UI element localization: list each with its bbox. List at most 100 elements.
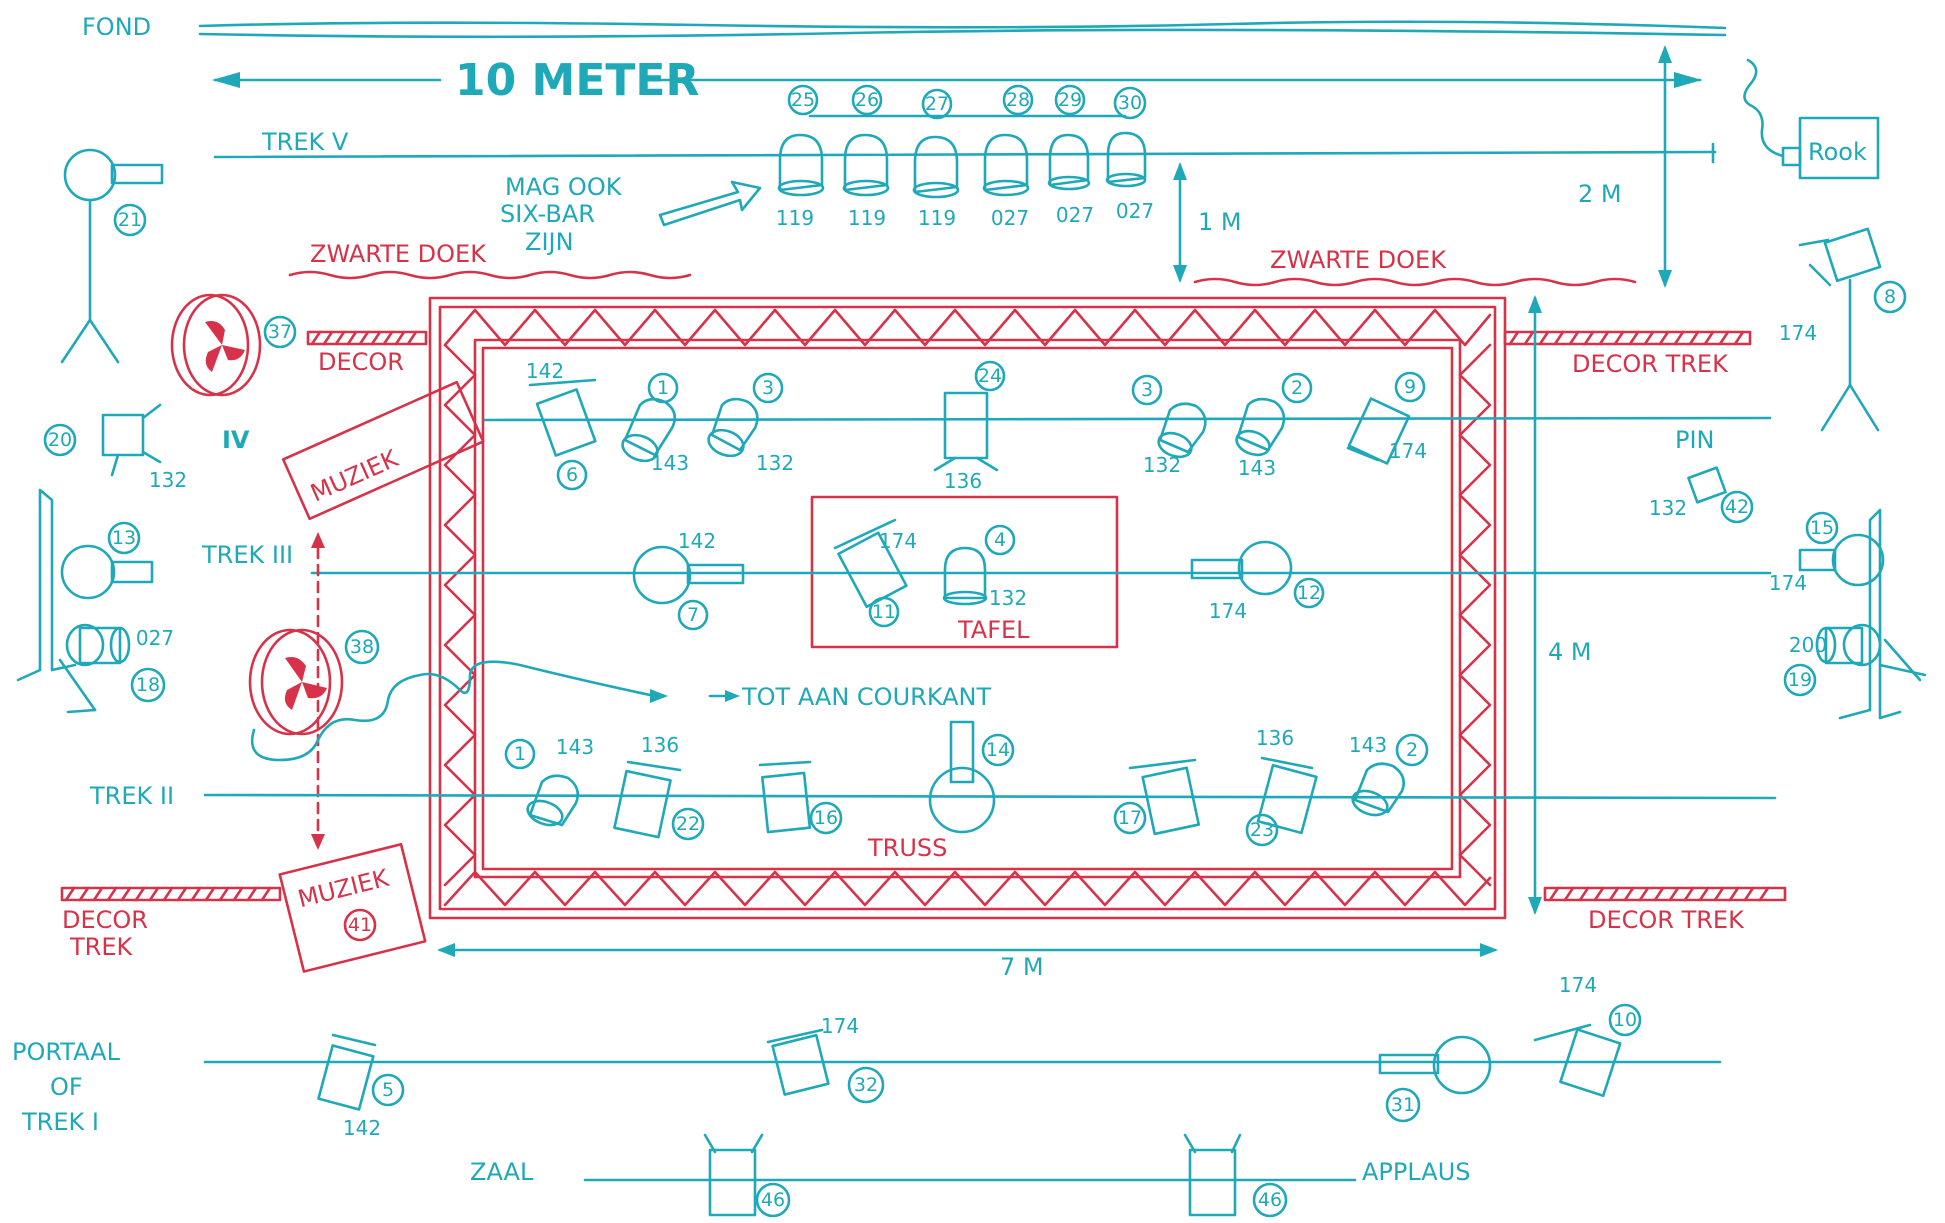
svg-text:136: 136 <box>641 733 679 757</box>
fixture-32: 32 174 <box>766 1014 885 1104</box>
boom-left: 13 18 027 <box>16 488 174 714</box>
svg-text:MUZIEK: MUZIEK <box>295 864 393 914</box>
trek-3: TREK III <box>201 541 1772 575</box>
svg-text:24: 24 <box>978 365 1002 387</box>
svg-text:027: 027 <box>1116 199 1154 223</box>
fond-section: FOND <box>82 13 1727 41</box>
svg-text:143: 143 <box>1238 456 1276 480</box>
svg-text:OF: OF <box>50 1073 83 1101</box>
svg-text:2 M: 2 M <box>1578 180 1622 208</box>
svg-text:29: 29 <box>1058 89 1082 111</box>
muziek-bottom: MUZIEK 41 <box>278 842 427 973</box>
fond-label: FOND <box>82 13 151 41</box>
fixture-30: 30 027 <box>1105 86 1154 223</box>
svg-text:119: 119 <box>848 206 886 230</box>
svg-text:174: 174 <box>1559 973 1597 997</box>
svg-text:3: 3 <box>1141 379 1153 401</box>
fixture-10: 10 174 <box>1533 973 1642 1098</box>
svg-text:200: 200 <box>1789 633 1827 657</box>
svg-text:10: 10 <box>1613 1009 1637 1031</box>
fixture-31: 31 <box>1378 1035 1492 1123</box>
trek-2: TREK II <box>89 782 1777 810</box>
fixture-7: 7 142 <box>632 529 745 631</box>
svg-text:ZWARTE DOEK: ZWARTE DOEK <box>310 240 487 268</box>
depth-dimensions: 1 M 2 M <box>1173 45 1672 288</box>
fixture-28: 28 027 <box>982 84 1034 230</box>
svg-text:ZWARTE DOEK: ZWARTE DOEK <box>1270 246 1447 274</box>
fixture-20: 20 132 <box>43 403 187 492</box>
svg-text:132: 132 <box>1143 453 1181 477</box>
svg-text:027: 027 <box>136 626 174 650</box>
fixture-29: 29 027 <box>1047 84 1094 227</box>
svg-text:MAG OOK: MAG OOK <box>505 173 623 201</box>
svg-text:174: 174 <box>1769 571 1807 595</box>
svg-text:15: 15 <box>1810 517 1834 539</box>
fixture-24: 24 136 <box>933 360 1006 493</box>
svg-text:1: 1 <box>657 377 669 399</box>
fixture-5: 5 142 <box>317 1033 405 1140</box>
svg-text:ZAAL: ZAAL <box>470 1158 534 1186</box>
fixture-46b: 46 <box>1183 1133 1288 1218</box>
svg-text:TREK: TREK <box>69 933 134 961</box>
svg-text:42: 42 <box>1725 496 1749 518</box>
decor-pieces: DECOR DECOR TREK DECOR TREK DECOR TREK <box>60 330 1787 961</box>
svg-text:027: 027 <box>1056 203 1094 227</box>
fixture-17: 17 <box>1113 758 1201 836</box>
svg-text:132: 132 <box>149 468 187 492</box>
svg-text:142: 142 <box>343 1116 381 1140</box>
fixture-3b: 3 132 <box>1131 374 1207 477</box>
svg-text:DECOR TREK: DECOR TREK <box>1588 906 1745 934</box>
fixture-3a: 3 132 <box>707 372 794 475</box>
fixture-46a: 46 <box>703 1133 791 1218</box>
svg-text:174: 174 <box>1209 599 1247 623</box>
svg-text:26: 26 <box>855 89 879 111</box>
svg-text:174: 174 <box>879 529 917 553</box>
trek-5-fixtures: 25 119 26 119 27 119 28 027 <box>776 84 1154 230</box>
fan-38: 38 <box>248 628 380 736</box>
trek-1-fixtures: 5 142 32 174 31 10 174 <box>317 973 1642 1140</box>
fixture-12: 12 174 <box>1190 540 1325 623</box>
width-label: 10 METER <box>455 55 699 106</box>
boom-right: 15 174 19 200 <box>1769 508 1927 720</box>
trek-4: IV <box>222 416 1772 454</box>
fixture-14: 14 <box>928 720 1015 834</box>
trek-3-label: TREK III <box>201 541 293 569</box>
svg-text:142: 142 <box>678 529 716 553</box>
truss-frame: TRUSS <box>428 296 1507 920</box>
smoke-machine: Rook <box>1743 58 1880 180</box>
stand-21: 21 <box>60 148 164 364</box>
stand-8: 8 174 <box>1779 227 1907 432</box>
rook-label: Rook <box>1808 138 1867 166</box>
zaal-row: ZAAL APPLAUS 46 46 <box>470 1133 1471 1218</box>
svg-text:25: 25 <box>791 89 815 111</box>
svg-text:46: 46 <box>761 1189 785 1211</box>
svg-text:DECOR: DECOR <box>62 906 148 934</box>
fixture-1a: 1 143 <box>621 372 689 475</box>
fixture-27: 27 119 <box>912 88 960 230</box>
fixture-4: 4 132 <box>942 524 1027 610</box>
svg-text:14: 14 <box>986 739 1010 761</box>
svg-text:19: 19 <box>1788 669 1812 691</box>
svg-text:8: 8 <box>1884 286 1896 308</box>
trek-2-fixtures: 1 143 22 136 16 14 17 <box>504 720 1429 847</box>
trek-3-fixtures: 7 142 11 174 4 132 12 174 <box>632 518 1325 631</box>
fixture-16: 16 <box>758 760 843 835</box>
svg-text:28: 28 <box>1006 89 1030 111</box>
svg-text:37: 37 <box>268 321 292 343</box>
svg-text:31: 31 <box>1391 1094 1415 1116</box>
black-curtains: ZWARTE DOEK ZWARTE DOEK <box>288 240 1637 287</box>
svg-text:2: 2 <box>1406 739 1418 761</box>
svg-text:12: 12 <box>1297 582 1321 604</box>
fixture-1b: 1 143 <box>504 735 594 827</box>
muziek-top: MUZIEK <box>281 380 485 521</box>
fixture-6: 6 142 <box>526 359 597 491</box>
fan-37: 37 <box>170 293 297 397</box>
svg-text:027: 027 <box>991 206 1029 230</box>
svg-text:27: 27 <box>925 93 949 115</box>
svg-text:132: 132 <box>756 451 794 475</box>
svg-text:38: 38 <box>350 636 374 658</box>
fixture-11: 11 174 <box>833 518 917 628</box>
fixture-9: 9 174 <box>1346 371 1427 465</box>
trek-4-label: IV <box>222 426 250 454</box>
